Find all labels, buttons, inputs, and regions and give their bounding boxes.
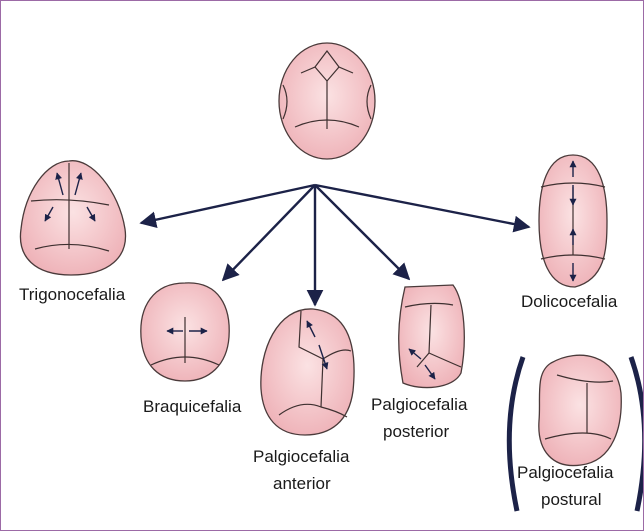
label-plagio-posterior-line1: Palgiocefalia	[371, 395, 468, 414]
right-bracket	[631, 357, 643, 511]
trigonocefalia-skull	[20, 161, 125, 275]
label-plagio-postural-line2: postural	[541, 490, 601, 509]
label-plagio-posterior-line2: posterior	[383, 422, 449, 441]
braquicefalia-skull	[141, 283, 229, 381]
arrow-to-trigonocefalia	[141, 185, 315, 223]
arrow-to-dolicocefalia	[315, 185, 529, 227]
left-bracket	[509, 357, 523, 511]
plagiocefalia-posterior-skull	[399, 285, 465, 388]
label-trigonocefalia: Trigonocefalia	[19, 285, 126, 304]
normal-skull	[279, 43, 375, 159]
label-plagio-anterior-line2: anterior	[273, 474, 331, 493]
label-plagio-postural-line1: Palgiocefalia	[517, 463, 614, 482]
arrow-to-plagio-posterior	[315, 185, 409, 279]
plagiocefalia-postural-group	[509, 355, 643, 511]
plagiocefalia-postural-skull	[539, 355, 621, 465]
arrow-to-braquicefalia	[223, 185, 315, 280]
label-plagio-anterior-line1: Palgiocefalia	[253, 447, 350, 466]
plagiocefalia-anterior-skull	[261, 309, 354, 435]
label-dolicocefalia: Dolicocefalia	[521, 292, 618, 311]
dolicocefalia-skull	[539, 155, 607, 287]
label-braquicefalia: Braquicefalia	[143, 397, 242, 416]
